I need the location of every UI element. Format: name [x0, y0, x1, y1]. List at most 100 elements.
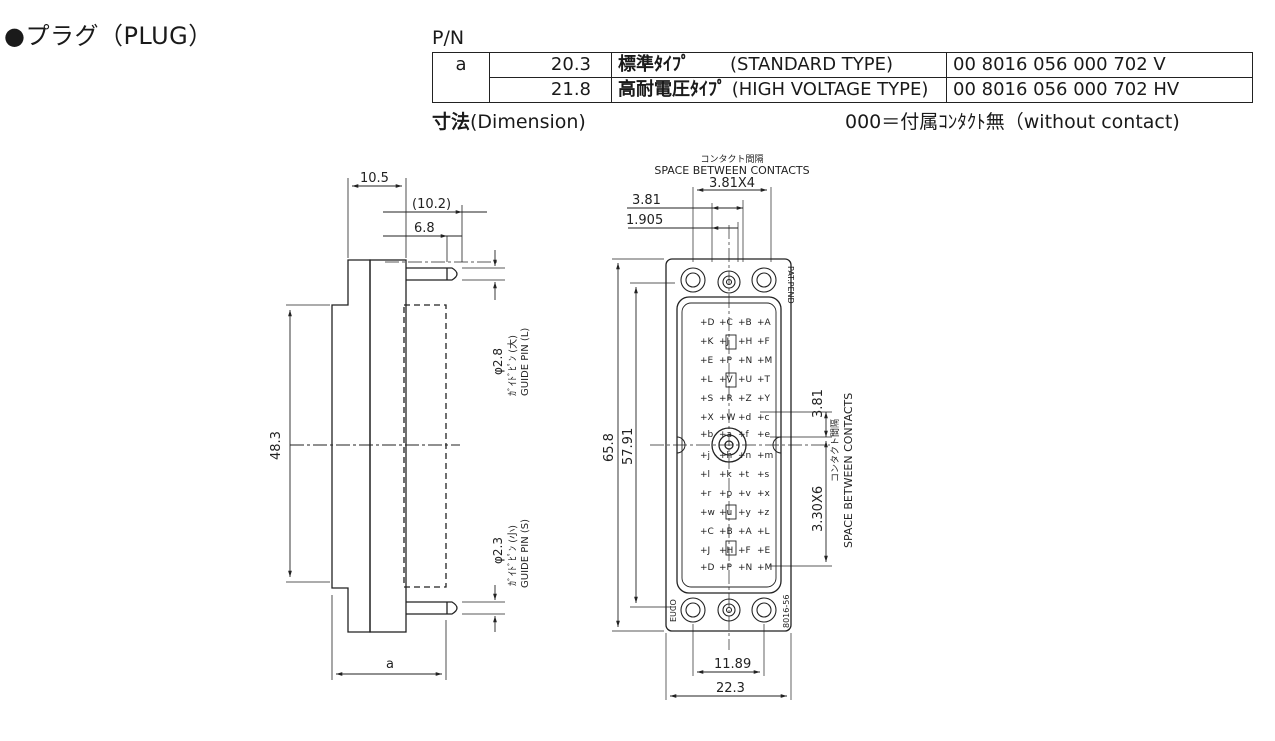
table-row: a 20.3 標準ﾀｲﾌﾟ(STANDARD TYPE) 00 8016 056… [432, 52, 1253, 103]
side-body [369, 259, 407, 633]
contact-label: +E [757, 546, 771, 556]
dim-right-pitch: 3.81 [811, 389, 826, 418]
contact-label: +e [757, 430, 771, 440]
dim-inner-height: 57.91 [621, 428, 636, 465]
contact-label: +R [719, 394, 733, 404]
contact-label: +D [700, 563, 715, 573]
contact-label: +D [700, 318, 715, 328]
contact-label: +S [700, 394, 714, 404]
contact-label: +k [719, 470, 733, 480]
part-number: 00 8016 056 000 702 HV [946, 77, 1253, 103]
guide-pin-large [406, 267, 458, 281]
contact-label: +b [700, 430, 714, 440]
guide-pin-small [406, 601, 458, 615]
contact-label: +L [700, 375, 713, 385]
dim-half-pitch: 1.905 [626, 213, 663, 228]
guide-l-jp: ｶﾞｲﾄﾞﾋﾟﾝ (大) [506, 335, 519, 396]
type-cell: 標準ﾀｲﾌﾟ(STANDARD TYPE) [611, 52, 947, 78]
dim-height: 48.3 [269, 431, 284, 460]
contact-label: +n [738, 451, 751, 461]
page-title: ●プラグ（PLUG） [4, 22, 213, 50]
contact-grid: +D+C+B+A+K+J+H+F+E+P+N+M+L+V+U+T+S+R+Z+Y… [700, 318, 773, 573]
contact-label: +E [700, 356, 714, 366]
dimension-label-en: (Dimension) [470, 111, 586, 133]
contact-label: +K [700, 337, 715, 347]
spacing-jp: コンタクト間隔 [700, 154, 763, 165]
dim-guide-spacing: 11.89 [714, 657, 751, 672]
side-view-labels: 10.5 (10.2) 6.8 48.3 a φ2.8 ｶﾞｲﾄﾞﾋﾟﾝ (大)… [269, 171, 531, 672]
contact-label: +B [738, 318, 752, 328]
mark-pat-pend: PAT.PEND [786, 266, 795, 304]
contact-label: +y [738, 508, 752, 518]
contact-label: +F [738, 546, 751, 556]
contact-label: +l [700, 470, 710, 480]
contact-label: +L [757, 527, 770, 537]
contact-label: +Y [757, 394, 771, 404]
contact-label: +U [738, 375, 752, 385]
dim-front-width: 22.3 [716, 681, 745, 696]
contact-label: +w [700, 508, 715, 518]
contact-label: +x [757, 489, 771, 499]
guide-l-dia: φ2.8 [491, 348, 505, 375]
contact-label: +P [719, 563, 733, 573]
contact-label: +p [719, 489, 733, 499]
dim-pin-length: (10.2) [412, 197, 451, 212]
contact-label: +A [757, 318, 772, 328]
guide-s-jp: ｶﾞｲﾄﾞﾋﾟﾝ (小) [507, 525, 519, 586]
contact-label: +M [757, 356, 772, 366]
table-row: 21.8 高耐電圧ﾀｲﾌﾟ (HIGH VOLTAGE TYPE) 00 801… [433, 77, 1253, 103]
dim-pitch: 3.81 [632, 193, 661, 208]
contact-label: +z [757, 508, 770, 518]
dim-spacing: 3.81X4 [709, 176, 755, 191]
pn-label: P/N [432, 27, 465, 49]
dim-width: 10.5 [360, 171, 389, 186]
type-en: (HIGH VOLTAGE TYPE) [731, 79, 929, 100]
contact-label: +a [719, 430, 732, 440]
contact-label: +N [738, 356, 752, 366]
side-flange [331, 259, 371, 633]
side-hidden-area [403, 304, 447, 588]
front-view-labels: コンタクト間隔 SPACE BETWEEN CONTACTS 3.81X4 3.… [602, 154, 855, 696]
right-spacing-jp: コンタクト間隔 [830, 419, 841, 482]
sub-contact [725, 540, 737, 556]
dimension-label: 寸法(Dimension) [432, 107, 586, 134]
contact-label: +W [719, 413, 736, 423]
dim-pin-length2: 6.8 [414, 221, 435, 236]
contact-label: +X [700, 413, 714, 423]
contact-label: +f [738, 430, 750, 440]
front-view [612, 187, 832, 700]
contact-label: +j [700, 451, 710, 461]
contact-label: +M [757, 563, 772, 573]
contact-label: +A [738, 527, 753, 537]
contact-note: 000＝付属ｺﾝﾀｸﾄ無（without contact) [845, 111, 1180, 133]
sub-contact [725, 334, 737, 350]
dim-outer-height: 65.8 [602, 433, 617, 462]
a-value: 21.8 [489, 77, 612, 103]
guide-s-dia: φ2.3 [491, 537, 505, 564]
contact-label: +Z [738, 394, 752, 404]
spacing-en: SPACE BETWEEN CONTACTS [654, 164, 809, 177]
mark-euco: EUCO [669, 599, 678, 622]
sub-contact [725, 372, 737, 388]
part-number: 00 8016 056 000 702 V [946, 52, 1253, 78]
guide-l-en: GUIDE PIN (L) [520, 328, 531, 396]
type-jp: 高耐電圧ﾀｲﾌﾟ [618, 79, 726, 100]
contact-label: +t [738, 470, 750, 480]
contact-label: +C [719, 318, 733, 328]
contact-label: +F [757, 337, 770, 347]
dim-right-span: 3.30X6 [811, 486, 826, 532]
contact-label: +s [757, 470, 770, 480]
sub-contact [725, 504, 737, 520]
mark-model: 8016-56 [782, 595, 791, 628]
spec-table: a 20.3 標準ﾀｲﾌﾟ(STANDARD TYPE) 00 8016 056… [432, 52, 1253, 103]
dim-a: a [386, 657, 394, 672]
contact-label: +m [757, 451, 773, 461]
contact-label: +c [757, 413, 770, 423]
contact-label: +J [719, 337, 729, 347]
contact-label: +J [700, 546, 710, 556]
dimension-label-jp: 寸法 [432, 111, 471, 133]
contact-label: +B [719, 527, 733, 537]
side-view [286, 178, 505, 680]
contact-label: +d [738, 413, 751, 423]
